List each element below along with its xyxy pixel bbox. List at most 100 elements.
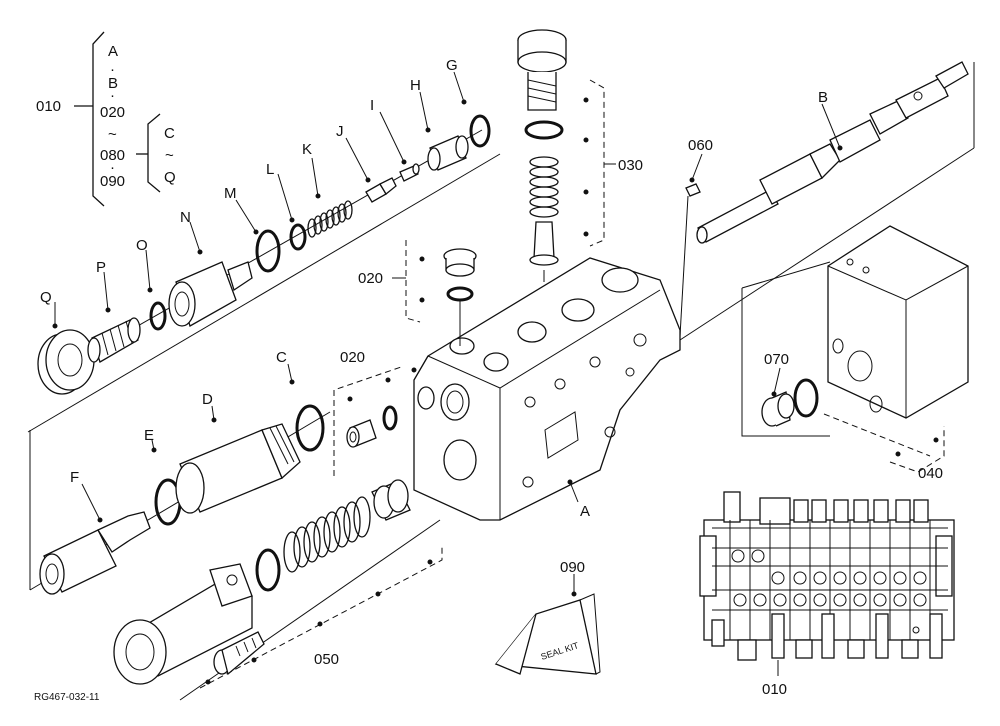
- kit-dot-2: ·: [110, 87, 115, 104]
- group-050: [113, 479, 443, 701]
- kit-item-090: 090: [100, 173, 125, 190]
- part-040-end-cover: [827, 225, 969, 419]
- kit-item-q: Q: [164, 169, 176, 186]
- callout-l: L: [266, 161, 274, 178]
- part-h-sleeve: [427, 135, 469, 171]
- kit-item-a: A: [108, 43, 118, 60]
- figure-code: RG467-032-11: [34, 692, 100, 703]
- callout-q: Q: [40, 289, 52, 306]
- kit-item-080: 080: [100, 147, 125, 164]
- kit-dot-3: ·: [110, 159, 115, 176]
- callout-c: C: [276, 349, 287, 366]
- callout-090: 090: [560, 559, 585, 576]
- callout-020-middle: 020: [340, 349, 365, 366]
- group-020-mid-bracket: [333, 365, 405, 476]
- group-050-bracket: [199, 546, 443, 689]
- inner-bracket: [147, 113, 161, 193]
- group-040-leader: [823, 413, 931, 457]
- outer-bracket: [92, 31, 105, 207]
- body-slot: [544, 411, 579, 459]
- callout-010-bottom: 010: [762, 681, 787, 698]
- part-030-spring: [529, 156, 559, 218]
- kit-item-b: B: [108, 75, 118, 92]
- group-040-bracket: [889, 426, 945, 473]
- callout-j: J: [336, 123, 344, 140]
- group-030-bracket: [589, 79, 605, 247]
- callout-050: 050: [314, 651, 339, 668]
- part-030-cap: [517, 29, 567, 111]
- callout-g: G: [446, 57, 458, 74]
- body-top-port-5: [601, 267, 639, 293]
- oring-020-upper: [446, 286, 474, 302]
- spool-leader-down: [679, 195, 689, 337]
- part-j-poppet: [365, 177, 397, 203]
- part-q-nut: [37, 329, 95, 395]
- kit-item-c: C: [164, 125, 175, 142]
- callout-o: O: [136, 237, 148, 254]
- group-030: [517, 29, 616, 282]
- plug-020-upper: [443, 248, 477, 277]
- body-top-port-4: [561, 298, 595, 322]
- callout-labels: Q P O N M L K J I H G C D E F B A 020 02…: [34, 57, 943, 703]
- oring-020-middle: [382, 405, 398, 431]
- callout-020-upper: 020: [358, 270, 383, 287]
- part-a-valve-body: [413, 257, 681, 521]
- callout-p: P: [96, 259, 106, 276]
- assembly-010-illustration: [699, 491, 955, 661]
- callout-m: M: [224, 185, 237, 202]
- spool-b-axis: [679, 61, 975, 341]
- part-c-oring: [295, 404, 325, 452]
- callout-a: A: [580, 503, 590, 520]
- callout-040: 040: [918, 465, 943, 482]
- label-010: 010: [36, 98, 61, 115]
- part-d-housing: [175, 423, 301, 514]
- callout-060: 060: [688, 137, 713, 154]
- upper-axis-boundary: [27, 153, 501, 433]
- group-020-upper: [392, 240, 477, 346]
- body-bore-2: [443, 439, 477, 481]
- part-050-bolt: [213, 631, 265, 676]
- part-l-oring: [289, 223, 307, 251]
- part-m-oring: [255, 229, 281, 273]
- group-020-middle: [333, 365, 405, 476]
- callout-n: N: [180, 209, 191, 226]
- body-top-port-1: [449, 337, 475, 355]
- body-top-port-2: [483, 352, 509, 372]
- body-bore-1: [440, 383, 470, 421]
- part-050-spring: [283, 496, 371, 573]
- part-070-sleeve: [761, 391, 795, 427]
- callout-i: I: [370, 97, 374, 114]
- callout-070: 070: [764, 351, 789, 368]
- upper-relief-axis: [27, 114, 501, 433]
- kit-item-020: 020: [100, 104, 125, 121]
- part-k-spring: [307, 200, 353, 238]
- part-f-piston: [39, 511, 151, 595]
- part-050-housing: [113, 563, 253, 685]
- kit-tilde-2: ~: [165, 147, 174, 164]
- callout-h: H: [410, 77, 421, 94]
- part-n-cap: [168, 261, 253, 327]
- body-side-port: [417, 386, 435, 410]
- part-i-seat: [399, 163, 420, 182]
- part-070-oring: [793, 378, 819, 418]
- part-050-oring: [255, 548, 281, 592]
- part-090-seal-kit: SEAL KIT: [494, 593, 601, 675]
- part-030-poppet: [529, 221, 559, 266]
- part-g-oring: [469, 114, 491, 148]
- part-030-oring: [524, 120, 564, 140]
- callout-k: K: [302, 141, 312, 158]
- callout-f: F: [70, 469, 79, 486]
- part-p-plug: [87, 317, 141, 363]
- kit-tilde-1: ~: [108, 126, 117, 143]
- part-b-spool: [696, 61, 969, 244]
- callout-030: 030: [618, 157, 643, 174]
- body-top-port-3: [517, 321, 547, 343]
- group-040-frame: [741, 288, 830, 437]
- lower-relief-axis: [29, 404, 331, 595]
- plug-020-middle: [346, 419, 377, 448]
- group-040: [741, 225, 969, 473]
- kit-dot-1: ·: [110, 61, 115, 78]
- part-050-cup: [371, 479, 411, 521]
- part-060-pin: [685, 183, 701, 197]
